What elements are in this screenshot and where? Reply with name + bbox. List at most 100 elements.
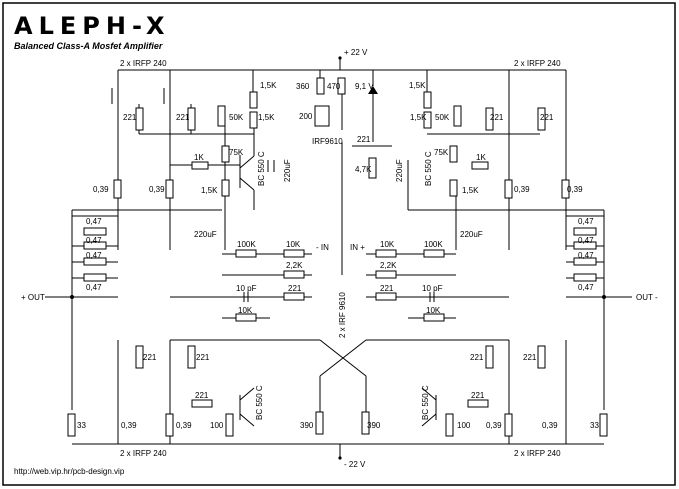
subtitle: Balanced Class-A Mosfet Amplifier: [14, 41, 163, 51]
bc-tl-label: BC 550 C: [257, 151, 266, 186]
irf9610-label: IRF9610: [312, 137, 343, 146]
r221-br3: 221: [471, 391, 485, 400]
r047-r1: 0,47: [578, 217, 594, 226]
r15k-tl2: 1,5K: [258, 113, 275, 122]
c220-tl: 220uF: [283, 159, 292, 182]
c220-tr: 220uF: [395, 159, 404, 182]
r221-br2: 221: [523, 353, 537, 362]
r221-bl1: 221: [143, 353, 157, 362]
r47k: 4,7K: [355, 165, 372, 174]
r22k-r: 2,2K: [380, 261, 397, 270]
r15k-tr2: 1,5K: [410, 113, 427, 122]
r100k-r: 100K: [424, 240, 443, 249]
r047-l3: 0,47: [86, 251, 102, 260]
r100-r: 100: [457, 421, 471, 430]
negative-rail: [72, 443, 604, 460]
r221-tr2: 221: [540, 113, 554, 122]
r50k-tl: 50K: [229, 113, 244, 122]
title: ALEPH-X: [14, 12, 170, 40]
r221-ml: 221: [288, 284, 302, 293]
r221-tr1: 221: [490, 113, 504, 122]
irf9610-pair-label: 2 x IRF 9610: [338, 292, 347, 338]
r100k-l: 100K: [237, 240, 256, 249]
r360: 360: [296, 82, 310, 91]
irfp-top-right-label: 2 x IRFP 240: [514, 59, 561, 68]
r047-r2: 0,47: [578, 236, 594, 245]
r470: 470: [327, 82, 341, 91]
r039-bl1: 0,39: [121, 421, 137, 430]
r10k-bl: 10K: [238, 306, 253, 315]
r221-mr: 221: [380, 284, 394, 293]
r047-l1: 0,47: [86, 217, 102, 226]
r33-right: 33: [590, 421, 599, 430]
r50k-tr: 50K: [435, 113, 450, 122]
r390-l: 390: [300, 421, 314, 430]
c220-ml: 220uF: [194, 230, 217, 239]
supply-neg-label: - 22 V: [344, 460, 366, 469]
r039-br1: 0,39: [486, 421, 502, 430]
c10p-r: 10 pF: [422, 284, 443, 293]
zener-label: 9,1 V: [355, 82, 374, 91]
r1k-tl: 1K: [194, 153, 204, 162]
bottom-left-output-stage: [117, 340, 255, 444]
r039-bl2: 0,39: [176, 421, 192, 430]
r047-r3: 0,47: [578, 251, 594, 260]
c220-mr: 220uF: [460, 230, 483, 239]
c10p-l: 10 pF: [236, 284, 257, 293]
irfp-bot-right-label: 2 x IRFP 240: [514, 449, 561, 458]
top-left-bias-network: [170, 70, 275, 250]
r22k-l: 2,2K: [286, 261, 303, 270]
in-neg-label: - IN: [316, 243, 329, 252]
r75k-tl: 75K: [229, 148, 244, 157]
r15k-tr3: 1,5K: [462, 186, 479, 195]
bc-br-label: BC 550 C: [421, 385, 430, 420]
center-cross-network: [170, 339, 509, 435]
r221-tl1: 221: [123, 113, 137, 122]
out-pos-label: + OUT: [21, 293, 45, 302]
r10k-l: 10K: [286, 240, 301, 249]
r047-l4: 0,47: [86, 283, 102, 292]
r15k-tl1: 1,5K: [260, 81, 277, 90]
in-pos-label: IN +: [350, 243, 365, 252]
right-output-bank: [566, 210, 632, 437]
top-left-output-stage: [72, 88, 254, 250]
r390-r: 390: [367, 421, 381, 430]
r039-br2: 0,39: [542, 421, 558, 430]
r1k-tr: 1K: [476, 153, 486, 162]
input-feedback-network: [170, 249, 509, 322]
bc-bl-label: BC 550 C: [255, 385, 264, 420]
r221-bl3: 221: [195, 391, 209, 400]
r221-center: 221: [357, 135, 371, 144]
r75k-tr: 75K: [434, 148, 449, 157]
out-neg-label: OUT -: [636, 293, 658, 302]
r100-l: 100: [210, 421, 224, 430]
r10k-br: 10K: [426, 306, 441, 315]
r039-tr1: 0,39: [514, 185, 530, 194]
positive-rail: [117, 56, 567, 92]
r047-l2: 0,47: [86, 236, 102, 245]
r200: 200: [299, 112, 313, 121]
r039-tl2: 0,39: [149, 185, 165, 194]
r039-tl1: 0,39: [93, 185, 109, 194]
r15k-tl3: 1,5K: [201, 186, 218, 195]
r039-tr2: 0,39: [567, 185, 583, 194]
irfp-top-left-label: 2 x IRFP 240: [120, 59, 167, 68]
center-regulator: [314, 70, 392, 275]
footer-url: http://web.vip.hr/pcb-design.vip: [14, 467, 125, 476]
bc-tr-label: BC 550 C: [424, 151, 433, 186]
r221-tl2: 221: [176, 113, 190, 122]
bottom-right-output-stage: [421, 340, 567, 444]
r047-r4: 0,47: [578, 283, 594, 292]
r10k-r: 10K: [380, 240, 395, 249]
r221-br1: 221: [470, 353, 484, 362]
r15k-tr1: 1,5K: [409, 81, 426, 90]
r33-left: 33: [77, 421, 86, 430]
r221-bl2: 221: [196, 353, 210, 362]
supply-pos-label: + 22 V: [344, 48, 368, 57]
irfp-bot-left-label: 2 x IRFP 240: [120, 449, 167, 458]
left-output-bank: [45, 210, 118, 437]
top-right-output-stage: [407, 70, 604, 250]
